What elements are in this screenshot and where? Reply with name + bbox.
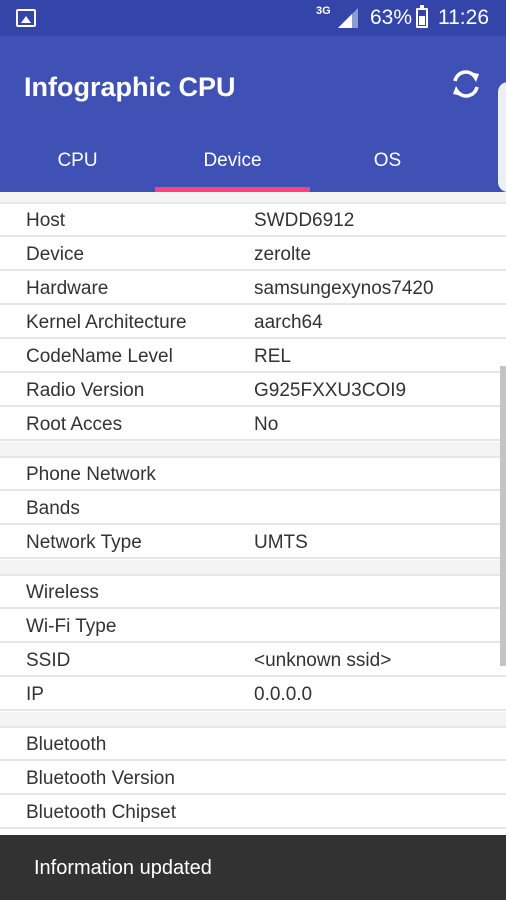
info-label: Radio Version <box>26 380 145 401</box>
device-info-list[interactable]: Host SWDD6912 Device zerolte Hardware sa… <box>0 192 506 835</box>
refresh-icon[interactable] <box>448 66 484 102</box>
info-value: UMTS <box>254 532 308 553</box>
info-value: <unknown ssid> <box>254 650 392 671</box>
info-row-bluetooth: Bluetooth <box>0 728 506 761</box>
info-label: Network Type <box>26 532 142 553</box>
info-row-wifi-type: Wi-Fi Type <box>0 610 506 643</box>
info-value: REL <box>254 346 291 367</box>
info-row-network-type: Network Type UMTS <box>0 526 506 559</box>
section-gap <box>0 712 506 728</box>
app-title: Infographic CPU <box>24 72 236 102</box>
app-bar: Infographic CPU CPU Device OS <box>0 36 506 192</box>
signal-icon <box>338 8 358 28</box>
info-row-bands: Bands <box>0 492 506 525</box>
info-label: Bands <box>26 498 80 519</box>
info-value: 0.0.0.0 <box>254 684 313 705</box>
info-row-kernel-architecture: Kernel Architecture aarch64 <box>0 306 506 339</box>
info-label: Device <box>26 244 85 265</box>
info-label: Hardware <box>26 278 109 299</box>
tab-cpu[interactable]: CPU <box>0 138 155 192</box>
info-label: SSID <box>26 650 71 671</box>
info-row-bluetooth-chipset: Bluetooth Chipset <box>0 796 506 829</box>
tab-label: OS <box>373 150 402 171</box>
snackbar-message: Information updated <box>34 857 212 879</box>
section-header: Bluetooth <box>26 734 107 755</box>
info-value: No <box>254 414 279 435</box>
info-row-codename-level: CodeName Level REL <box>0 340 506 373</box>
info-label: Bluetooth Chipset <box>26 802 176 823</box>
tab-bar: CPU Device OS <box>0 138 506 192</box>
section-gap <box>0 192 506 204</box>
scrollbar[interactable] <box>500 366 506 666</box>
info-row-device: Device zerolte <box>0 238 506 271</box>
status-bar: 3G 63% 11:26 <box>0 0 506 36</box>
tab-label: Device <box>203 150 262 171</box>
gallery-notification-icon <box>16 9 36 27</box>
tab-device[interactable]: Device <box>155 138 310 192</box>
info-value: zerolte <box>254 244 312 265</box>
info-row-phone-network: Phone Network <box>0 458 506 491</box>
snackbar: Information updated <box>0 835 506 900</box>
info-row-host: Host SWDD6912 <box>0 204 506 237</box>
info-value: SWDD6912 <box>254 210 355 231</box>
info-label: CodeName Level <box>26 346 173 367</box>
tab-os[interactable]: OS <box>310 138 465 192</box>
section-header: Phone Network <box>26 464 156 485</box>
battery-icon <box>416 5 428 28</box>
info-row-ip: IP 0.0.0.0 <box>0 678 506 711</box>
info-row-root-access: Root Acces No <box>0 408 506 441</box>
battery-percent: 63% <box>370 6 413 29</box>
info-value: samsungexynos7420 <box>254 278 434 299</box>
info-value: G925FXXU3COI9 <box>254 380 407 401</box>
info-label: Wi-Fi Type <box>26 616 117 637</box>
tab-indicator <box>155 187 310 192</box>
info-label: Root Acces <box>26 414 123 435</box>
section-gap <box>0 560 506 576</box>
info-value: aarch64 <box>254 312 323 333</box>
info-row-bluetooth-version: Bluetooth Version <box>0 762 506 795</box>
info-row-ssid: SSID <unknown ssid> <box>0 644 506 677</box>
info-label: IP <box>26 684 44 705</box>
network-type-indicator: 3G <box>316 5 331 17</box>
overlay-edge <box>498 82 506 192</box>
section-gap <box>0 442 506 458</box>
info-label: Bluetooth Version <box>26 768 175 789</box>
info-row-wireless: Wireless <box>0 576 506 609</box>
info-row-hardware: Hardware samsungexynos7420 <box>0 272 506 305</box>
clock: 11:26 <box>438 6 489 29</box>
info-label: Kernel Architecture <box>26 312 187 333</box>
tab-label: CPU <box>57 150 98 171</box>
section-header: Wireless <box>26 582 99 603</box>
info-label: Host <box>26 210 66 231</box>
info-row-radio-version: Radio Version G925FXXU3COI9 <box>0 374 506 407</box>
